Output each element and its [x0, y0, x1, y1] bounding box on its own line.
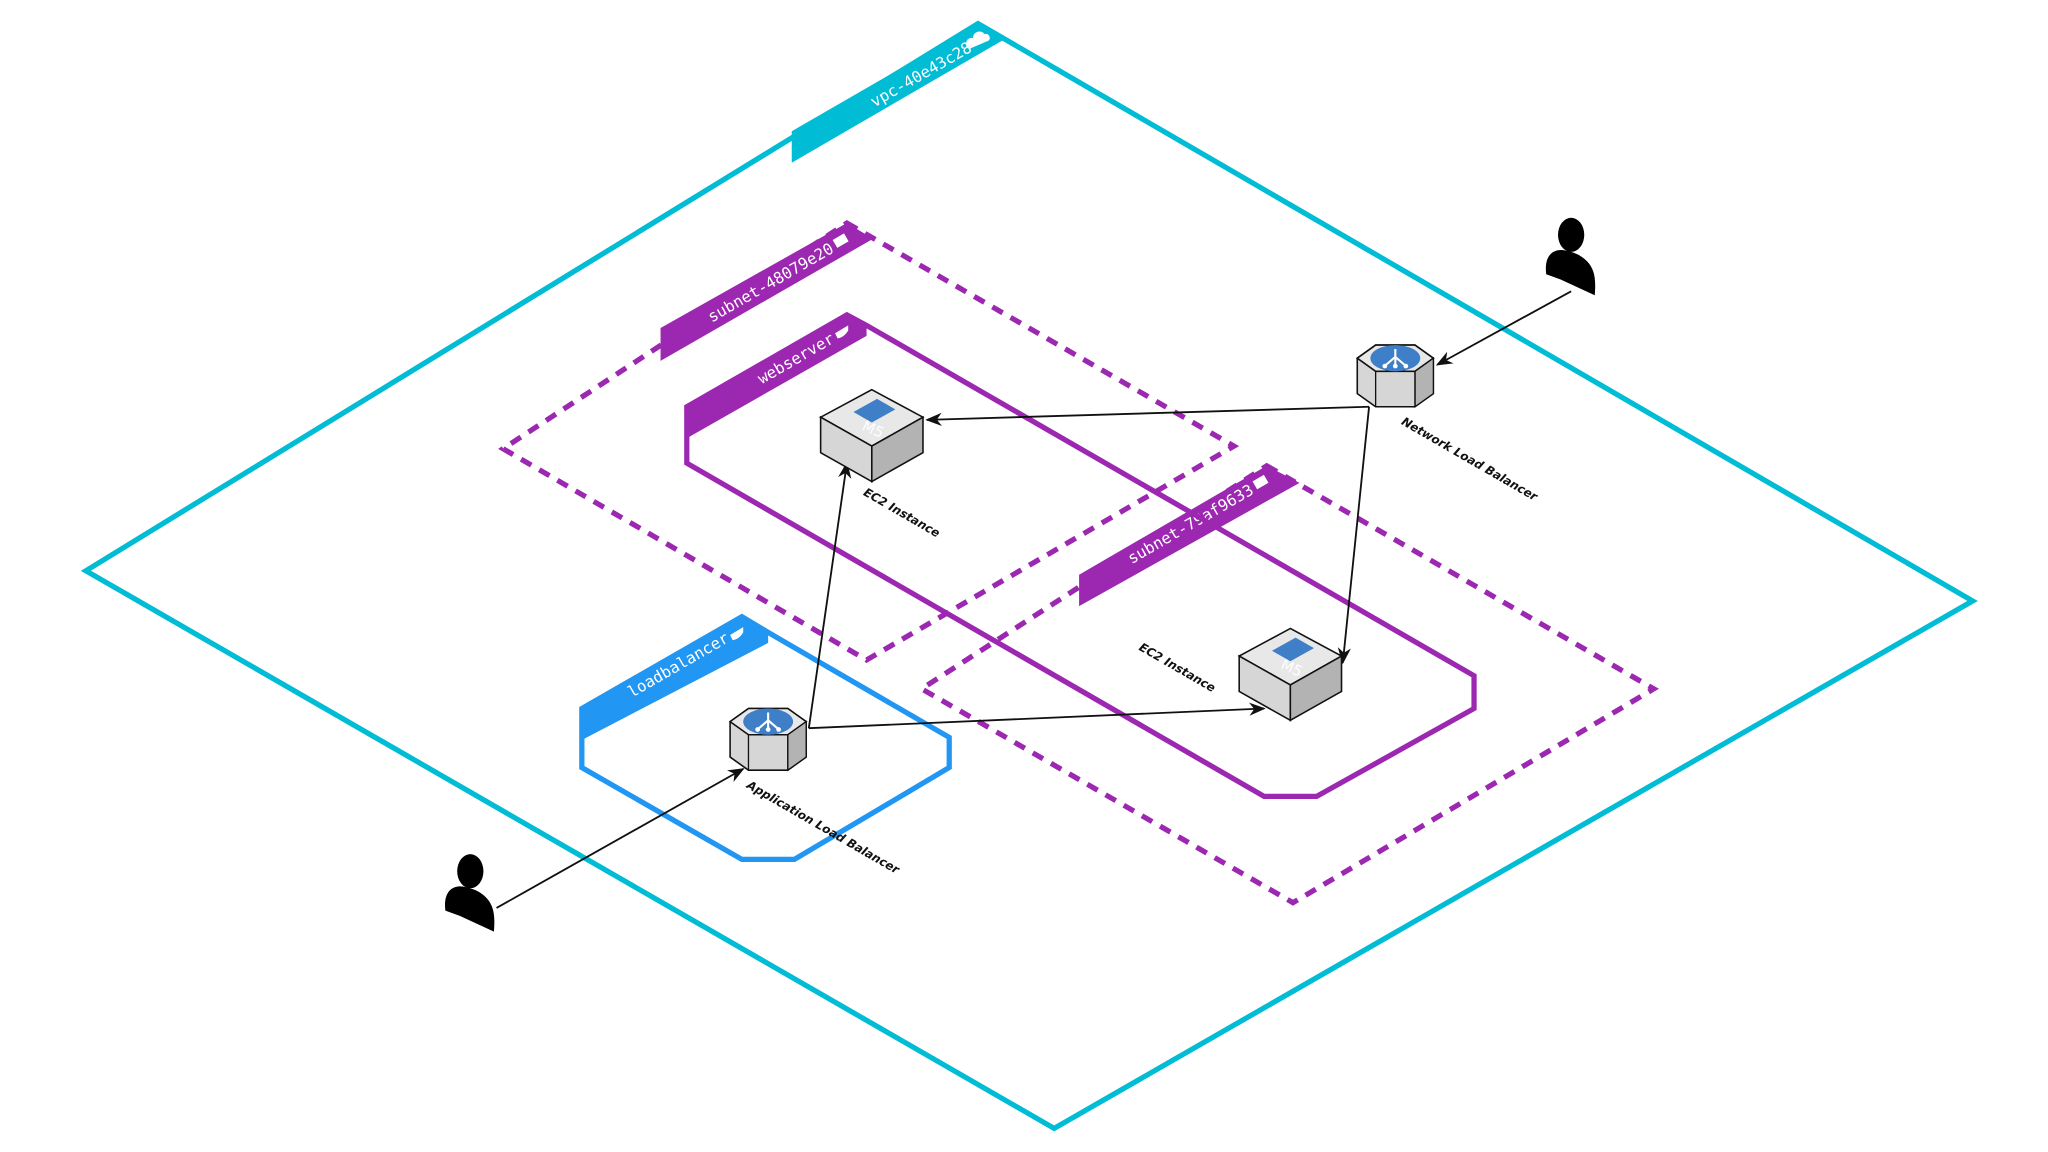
user-icon[interactable]: [1545, 217, 1596, 296]
webserver-security-group[interactable]: webserver: [684, 311, 1477, 800]
ec2-2-label: EC2 Instance: [1137, 640, 1218, 695]
network-load-balancer[interactable]: Network Load Balancer: [1356, 344, 1541, 504]
cloud-icon: [966, 31, 990, 49]
user-icon[interactable]: [445, 854, 495, 932]
lock-icon: [1252, 474, 1269, 490]
vpc-label: vpc-40e43c28: [867, 38, 975, 111]
shield-icon: [730, 627, 744, 641]
vpc-container[interactable]: vpc-40e43c28: [80, 20, 1978, 1132]
ec2-1-label: EC2 Instance: [861, 485, 942, 540]
lock-icon: [832, 233, 849, 248]
arrow-nlb-to-ec2-2: [1337, 406, 1370, 665]
alb-label: Application Load Balancer: [743, 777, 902, 877]
connections: [496, 290, 1572, 909]
load-balancer-icon: [1356, 344, 1435, 408]
ec2-instance-2[interactable]: M5 EC2 Instance: [1137, 627, 1343, 722]
nlb-label: Network Load Balancer: [1399, 414, 1541, 504]
arrow-nlb-to-ec2-1: [925, 405, 1370, 427]
subnet-2-label: subnet-79af9633: [1124, 480, 1257, 568]
subnet-1-label: subnet-48079e20: [704, 239, 837, 327]
arrow-user-to-alb: [496, 768, 745, 909]
shield-icon: [835, 325, 849, 339]
application-load-balancer[interactable]: Application Load Balancer: [729, 707, 903, 878]
load-balancer-icon: [729, 707, 808, 772]
arrow-user-to-nlb: [1435, 290, 1572, 366]
arrow-alb-to-ec2-1: [807, 461, 852, 729]
arrow-alb-to-ec2-2: [808, 702, 1266, 730]
